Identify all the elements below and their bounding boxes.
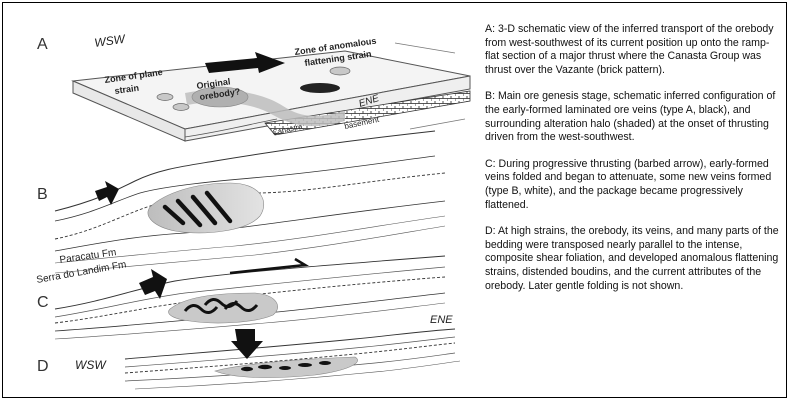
c-line-2	[54, 266, 446, 318]
label-original-1: Original	[196, 76, 231, 91]
strain-ellipse-1	[156, 93, 174, 101]
figure-frame: A WSW ENE Zone of plane	[2, 2, 787, 398]
boudin-5	[319, 361, 331, 365]
figure-caption: A: 3-D schematic view of the inferred tr…	[485, 23, 781, 306]
label-serra: Serra do Landim Fm	[36, 259, 128, 286]
boudin-4	[298, 363, 312, 367]
d-boudins	[241, 361, 331, 372]
top-thin-arrow	[394, 42, 456, 54]
c-folded-veins	[183, 298, 259, 314]
fold-vein-2	[203, 298, 239, 308]
d-line-5	[134, 360, 461, 390]
panel-d-letter: D	[37, 358, 49, 375]
label-plane-strain-2: strain	[114, 83, 140, 96]
thrust-trace	[184, 118, 278, 138]
flattened-orebody	[300, 83, 340, 93]
strain-ellipse-3	[329, 66, 351, 76]
panel-a: A WSW ENE Zone of plane	[37, 32, 471, 142]
c-barbed-arrow	[229, 257, 309, 275]
c-halo	[168, 292, 278, 324]
d-thrust	[124, 342, 456, 374]
caption-c: C: During progressive thrusting (barbed …	[485, 157, 772, 211]
bottom-thin-arrow	[409, 118, 466, 130]
panel-c: C	[37, 255, 446, 340]
vein-4	[204, 190, 233, 224]
vein-2	[175, 198, 203, 228]
boudin-2	[258, 364, 272, 370]
caption-b: B: Main ore genesis stage, schematic inf…	[485, 90, 776, 144]
fold-vein-1	[183, 304, 219, 314]
panel-b: B Paracatu Fm Serra do Landim Fm	[36, 130, 446, 286]
original-orebody	[191, 86, 249, 108]
panel-b-letter: B	[37, 186, 48, 203]
fold-vein-3	[223, 302, 259, 312]
c-line-5	[54, 302, 446, 340]
b-thrust	[54, 172, 446, 240]
label-wsw-a: WSW	[93, 32, 127, 50]
d-line-1	[124, 328, 456, 360]
c-thrust	[54, 276, 446, 324]
b-line-5	[54, 215, 446, 264]
vein-3	[190, 194, 218, 226]
panel-a-letter: A	[37, 36, 48, 53]
transport-arrow	[205, 52, 285, 73]
boudin-1	[241, 366, 253, 372]
caption-a: A: 3-D schematic view of the inferred tr…	[485, 23, 774, 76]
label-wsw-d: WSW	[75, 358, 107, 372]
b-push-arrow	[95, 181, 119, 205]
caption-d: D: At high strains, the orebody, its vei…	[485, 225, 779, 292]
b-line-2	[54, 155, 436, 222]
c-push-arrow	[139, 269, 167, 299]
strain-ellipse-2	[172, 103, 190, 111]
panel-c-letter: C	[37, 294, 49, 311]
d-line-2	[124, 336, 456, 368]
c-line-1	[54, 255, 446, 310]
vein-1	[162, 204, 186, 226]
schematic-figure: A WSW ENE Zone of plane	[36, 32, 471, 390]
d-push-arrow	[231, 329, 263, 359]
boudin-3	[279, 366, 291, 370]
panel-d: D WSW ENE	[37, 314, 461, 390]
b-veins	[162, 190, 233, 228]
label-ene-d: ENE	[430, 314, 453, 326]
